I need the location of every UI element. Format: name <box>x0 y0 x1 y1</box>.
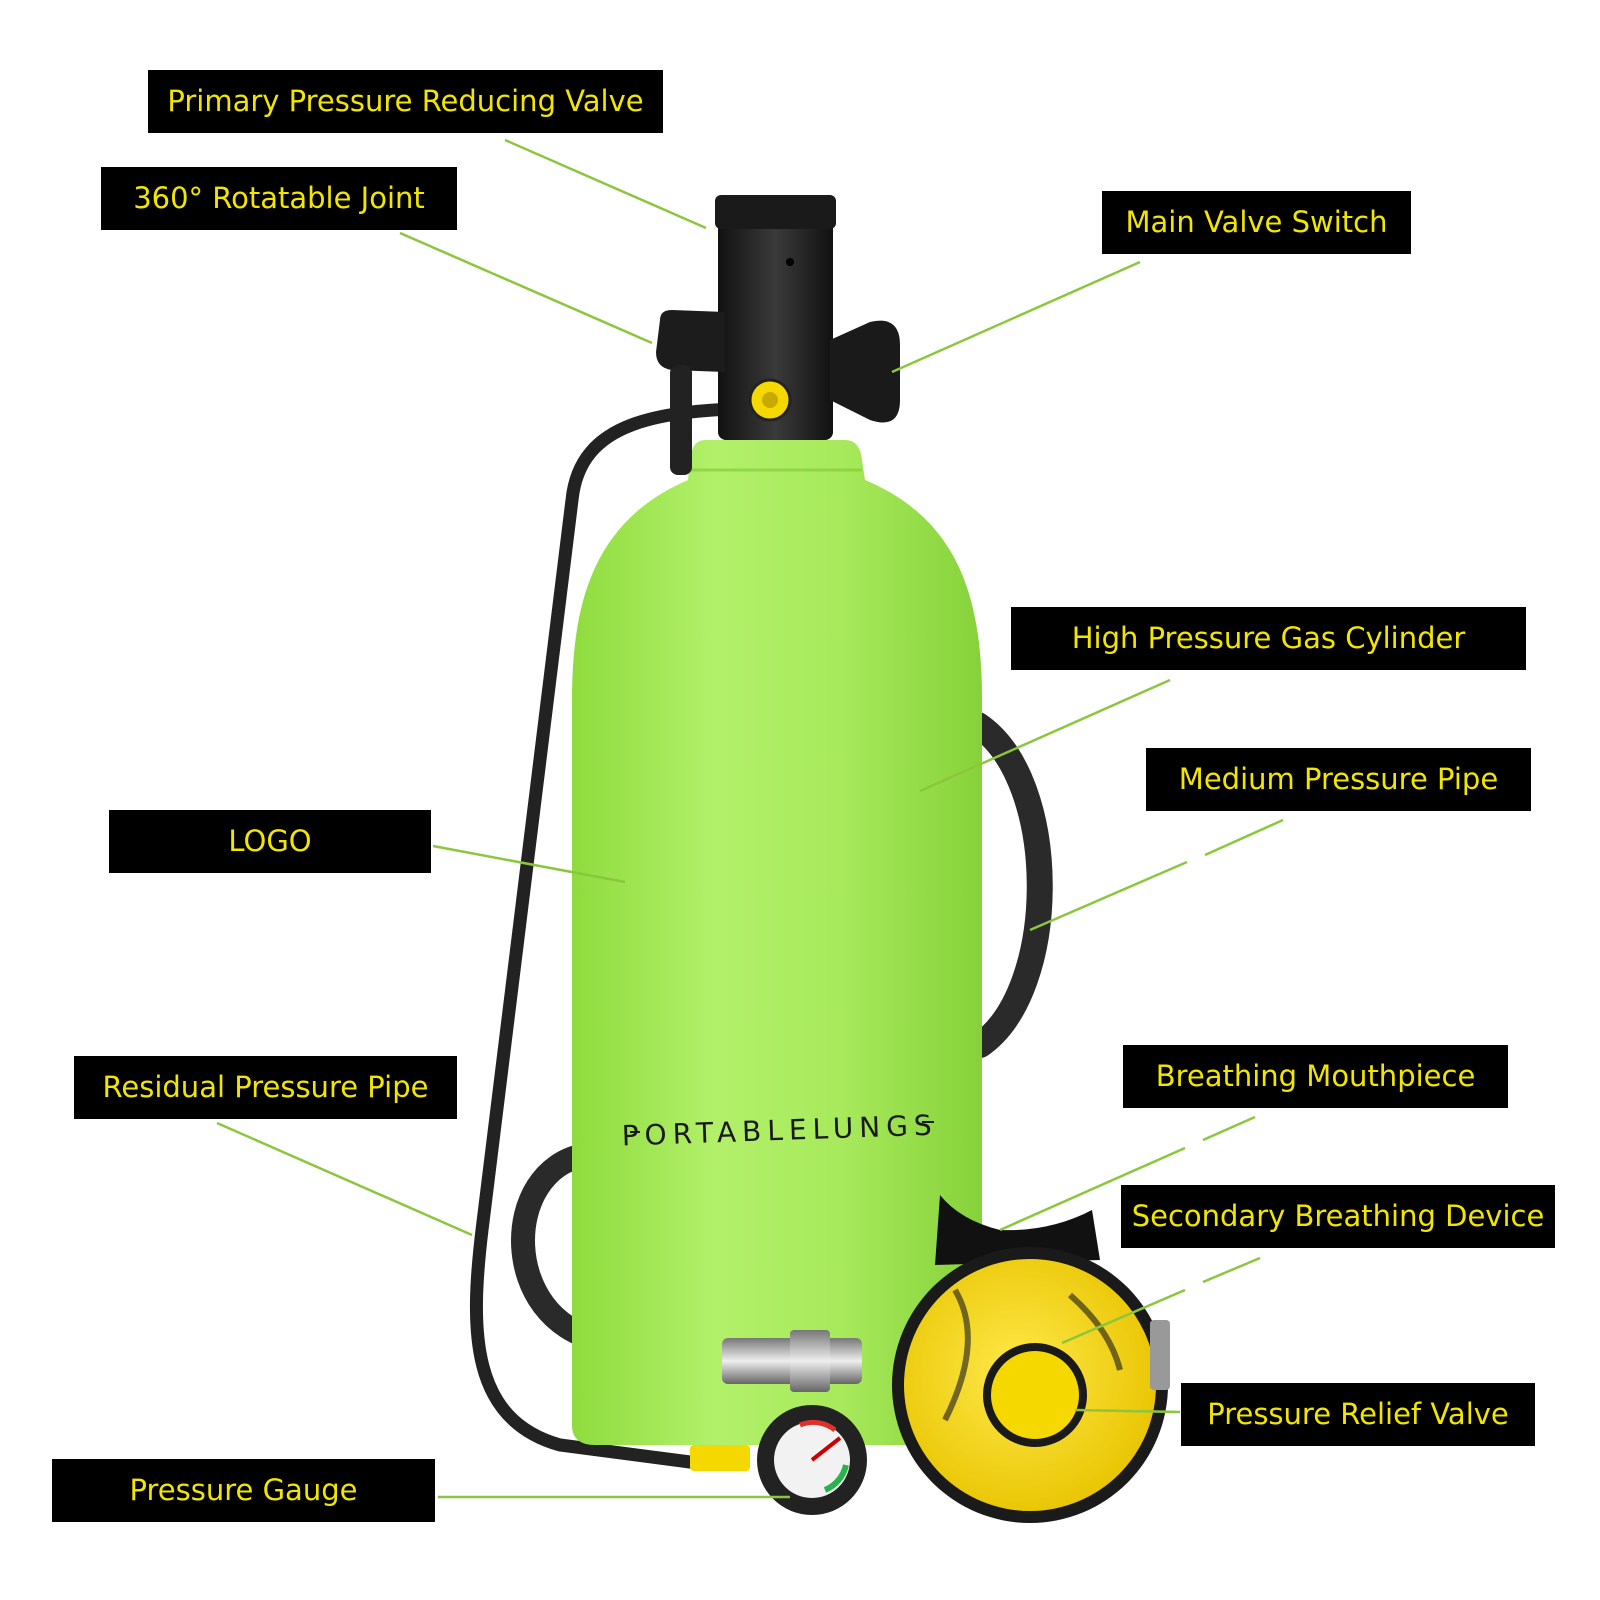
leader-primary-valve <box>504 138 707 230</box>
leader-main-valve <box>891 260 1141 374</box>
label-medium-pressure-pipe: Medium Pressure Pipe <box>1146 748 1531 811</box>
label-logo: LOGO <box>109 810 431 873</box>
leader-gas-cylinder <box>919 678 1171 793</box>
leader-logo <box>432 844 626 884</box>
leader-medium-pipe <box>1204 818 1284 857</box>
label-high-pressure-gas-cylinder: High Pressure Gas Cylinder <box>1011 607 1526 670</box>
rotatable-joint-knob <box>656 310 725 372</box>
leader-residual-pipe <box>216 1121 473 1237</box>
leader-relief-valve <box>1074 1408 1181 1414</box>
leader-rotatable-joint <box>399 231 653 345</box>
leader-secondary-device <box>1202 1256 1261 1284</box>
label-main-valve-switch: Main Valve Switch <box>1102 191 1411 254</box>
breathing-mouthpiece <box>935 1195 1100 1265</box>
medium-pressure-hose <box>965 712 1053 1058</box>
leader-mouthpiece <box>1202 1115 1256 1142</box>
leader-lines <box>216 138 1284 1499</box>
label-residual-pressure-pipe: Residual Pressure Pipe <box>74 1056 457 1119</box>
label-pressure-gauge: Pressure Gauge <box>52 1459 435 1522</box>
main-valve-switch-knob <box>830 320 900 423</box>
label-secondary-breathing-device: Secondary Breathing Device <box>1121 1185 1555 1248</box>
label-360-rotatable-joint: 360° Rotatable Joint <box>101 167 457 230</box>
label-breathing-mouthpiece: Breathing Mouthpiece <box>1123 1045 1508 1108</box>
primary-valve-column <box>718 195 833 440</box>
label-pressure-relief-valve: Pressure Relief Valve <box>1181 1383 1535 1446</box>
label-primary-pressure-reducing-valve: Primary Pressure Reducing Valve <box>148 70 663 133</box>
gas-cylinder-body <box>572 440 982 1445</box>
